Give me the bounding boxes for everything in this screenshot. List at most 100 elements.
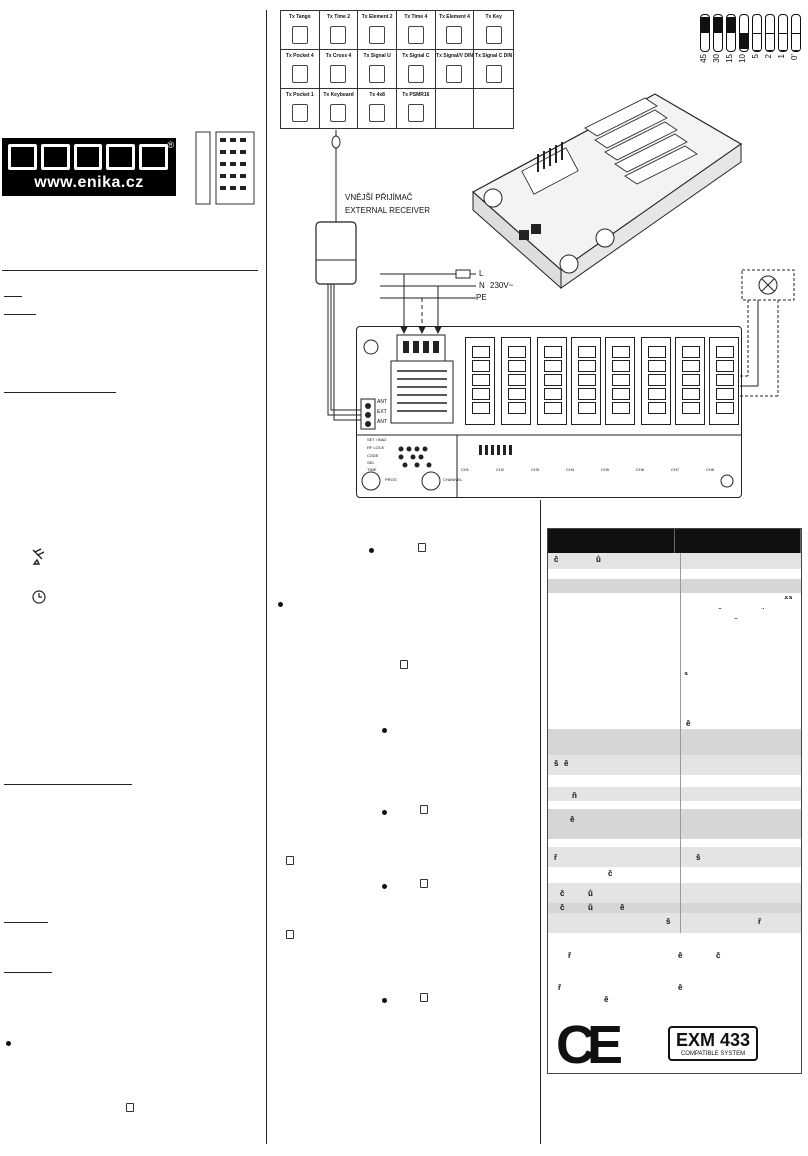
hand-icon bbox=[400, 660, 408, 669]
relay-terminal bbox=[612, 346, 630, 358]
dip-switch-lever bbox=[726, 14, 736, 52]
relay-terminal bbox=[472, 402, 490, 414]
table-header bbox=[548, 529, 801, 553]
transmitter-name: Tx Signal C DIN bbox=[475, 53, 513, 59]
channel-label: CH4 bbox=[566, 467, 575, 472]
transmitter-icon bbox=[369, 104, 386, 122]
dip-switch-label: 10 bbox=[738, 54, 747, 63]
bullet-mid-6 bbox=[382, 998, 387, 1003]
relay-terminal bbox=[716, 360, 734, 372]
table-row: ě bbox=[548, 705, 801, 729]
channel-label: CH8 bbox=[706, 467, 715, 472]
legend-rflock: RF LOCK bbox=[367, 445, 385, 450]
relay-terminal bbox=[682, 388, 700, 400]
table-row: ě bbox=[548, 995, 801, 1071]
enika-logo: ® www.enika.cz bbox=[2, 138, 176, 196]
bullet-mid-3 bbox=[382, 728, 387, 733]
transmitter-cell: Tx Signal U bbox=[358, 50, 397, 89]
relay-ch1 bbox=[465, 337, 495, 425]
table-cell-text: ů bbox=[596, 555, 601, 564]
transmitter-name: Tx Key bbox=[485, 14, 502, 20]
transmitter-icon bbox=[330, 26, 347, 44]
receiver-label-en: EXTERNAL RECEIVER bbox=[345, 206, 431, 215]
relay-terminal bbox=[716, 374, 734, 386]
table-cell-text: č bbox=[716, 951, 721, 960]
transmitter-icon bbox=[446, 65, 463, 83]
transmitter-name: Tx Element 2 bbox=[361, 14, 393, 20]
table-row: žť bbox=[548, 599, 801, 616]
transmitter-icon bbox=[330, 65, 347, 83]
transmitter-name: Tx PSMR16 bbox=[402, 92, 430, 98]
device-thumbnail bbox=[195, 131, 255, 205]
relay-terminal bbox=[716, 388, 734, 400]
relay-terminal bbox=[578, 374, 596, 386]
table-cell-text: ě bbox=[620, 903, 625, 912]
relay-terminal bbox=[508, 346, 526, 358]
table-cell-text: š bbox=[696, 853, 701, 862]
exm433-title: EXM 433 bbox=[676, 1030, 751, 1050]
relay-terminal bbox=[648, 374, 666, 386]
transmitter-cell: Tx Pocket 1 bbox=[281, 89, 320, 128]
dip-switch-lever bbox=[752, 14, 762, 52]
table-row bbox=[548, 775, 801, 787]
logo-registered-mark: ® bbox=[167, 140, 174, 150]
transmitter-icon bbox=[446, 26, 463, 44]
relay-terminal bbox=[648, 388, 666, 400]
transmitter-cell: Tx PSMR16 bbox=[397, 89, 436, 128]
antenna-icon bbox=[32, 548, 45, 565]
bullet-mid-4 bbox=[382, 810, 387, 815]
table-column-divider bbox=[680, 553, 681, 933]
relay-ch6 bbox=[675, 337, 705, 425]
relay-terminal bbox=[472, 360, 490, 372]
relay-terminal bbox=[682, 360, 700, 372]
table-cell-text: ě bbox=[678, 951, 683, 960]
dip-switch-lever bbox=[778, 14, 788, 52]
transmitter-icon bbox=[291, 104, 308, 122]
table-row bbox=[548, 801, 801, 809]
left-section-rule bbox=[2, 270, 258, 271]
relay-terminal bbox=[682, 346, 700, 358]
mains-label-pe: PE bbox=[476, 293, 487, 302]
prog-label: PROG bbox=[385, 477, 397, 482]
transmitter-cell: Tx Pocket 4 bbox=[281, 50, 320, 89]
hand-icon bbox=[286, 856, 294, 865]
relay-ch8 bbox=[605, 337, 635, 425]
relay-ch2 bbox=[501, 337, 531, 425]
exm433-badge: EXM 433 COMPATIBLE SYSTEM bbox=[668, 1026, 759, 1061]
dip-switch-label: 2 bbox=[764, 54, 773, 59]
relay-terminal bbox=[578, 388, 596, 400]
transmitter-name: Tx Tango bbox=[288, 14, 311, 20]
dip-switch-lever bbox=[791, 14, 801, 52]
transmitter-icon bbox=[407, 104, 424, 122]
transmitter-name: Tx Cross 4 bbox=[325, 53, 352, 59]
relay-terminal bbox=[472, 388, 490, 400]
transmitter-cell: Tx Signal C DIN bbox=[474, 50, 513, 89]
bullet-left bbox=[6, 1041, 11, 1046]
relay-terminal bbox=[544, 374, 562, 386]
dip-switch-lever bbox=[765, 14, 775, 52]
table-row bbox=[548, 619, 801, 655]
transmitter-icon bbox=[369, 65, 386, 83]
column-divider-right bbox=[540, 500, 541, 1144]
relay-terminal bbox=[648, 360, 666, 372]
specification-table: čůčžžťžžμřěšěňěřšččůčůěšřřěčřěě bbox=[547, 528, 802, 1074]
table-cell-text: č bbox=[560, 903, 565, 912]
dip-switch-label: 15 bbox=[725, 54, 734, 63]
hand-icon bbox=[420, 879, 428, 888]
table-row bbox=[548, 579, 801, 593]
exm433-subtitle: COMPATIBLE SYSTEM bbox=[680, 1051, 746, 1057]
relay-terminal bbox=[508, 360, 526, 372]
transmitter-cell: Tx Key bbox=[474, 11, 513, 50]
legend-time: TIME bbox=[367, 467, 377, 472]
relay-terminal bbox=[578, 346, 596, 358]
dip-switch-label: 45 bbox=[699, 54, 708, 63]
transmitter-name: Tx Element 4 bbox=[439, 14, 470, 20]
table-row bbox=[548, 839, 801, 847]
left-underline-1 bbox=[4, 296, 22, 297]
transmitter-icon bbox=[407, 65, 424, 83]
